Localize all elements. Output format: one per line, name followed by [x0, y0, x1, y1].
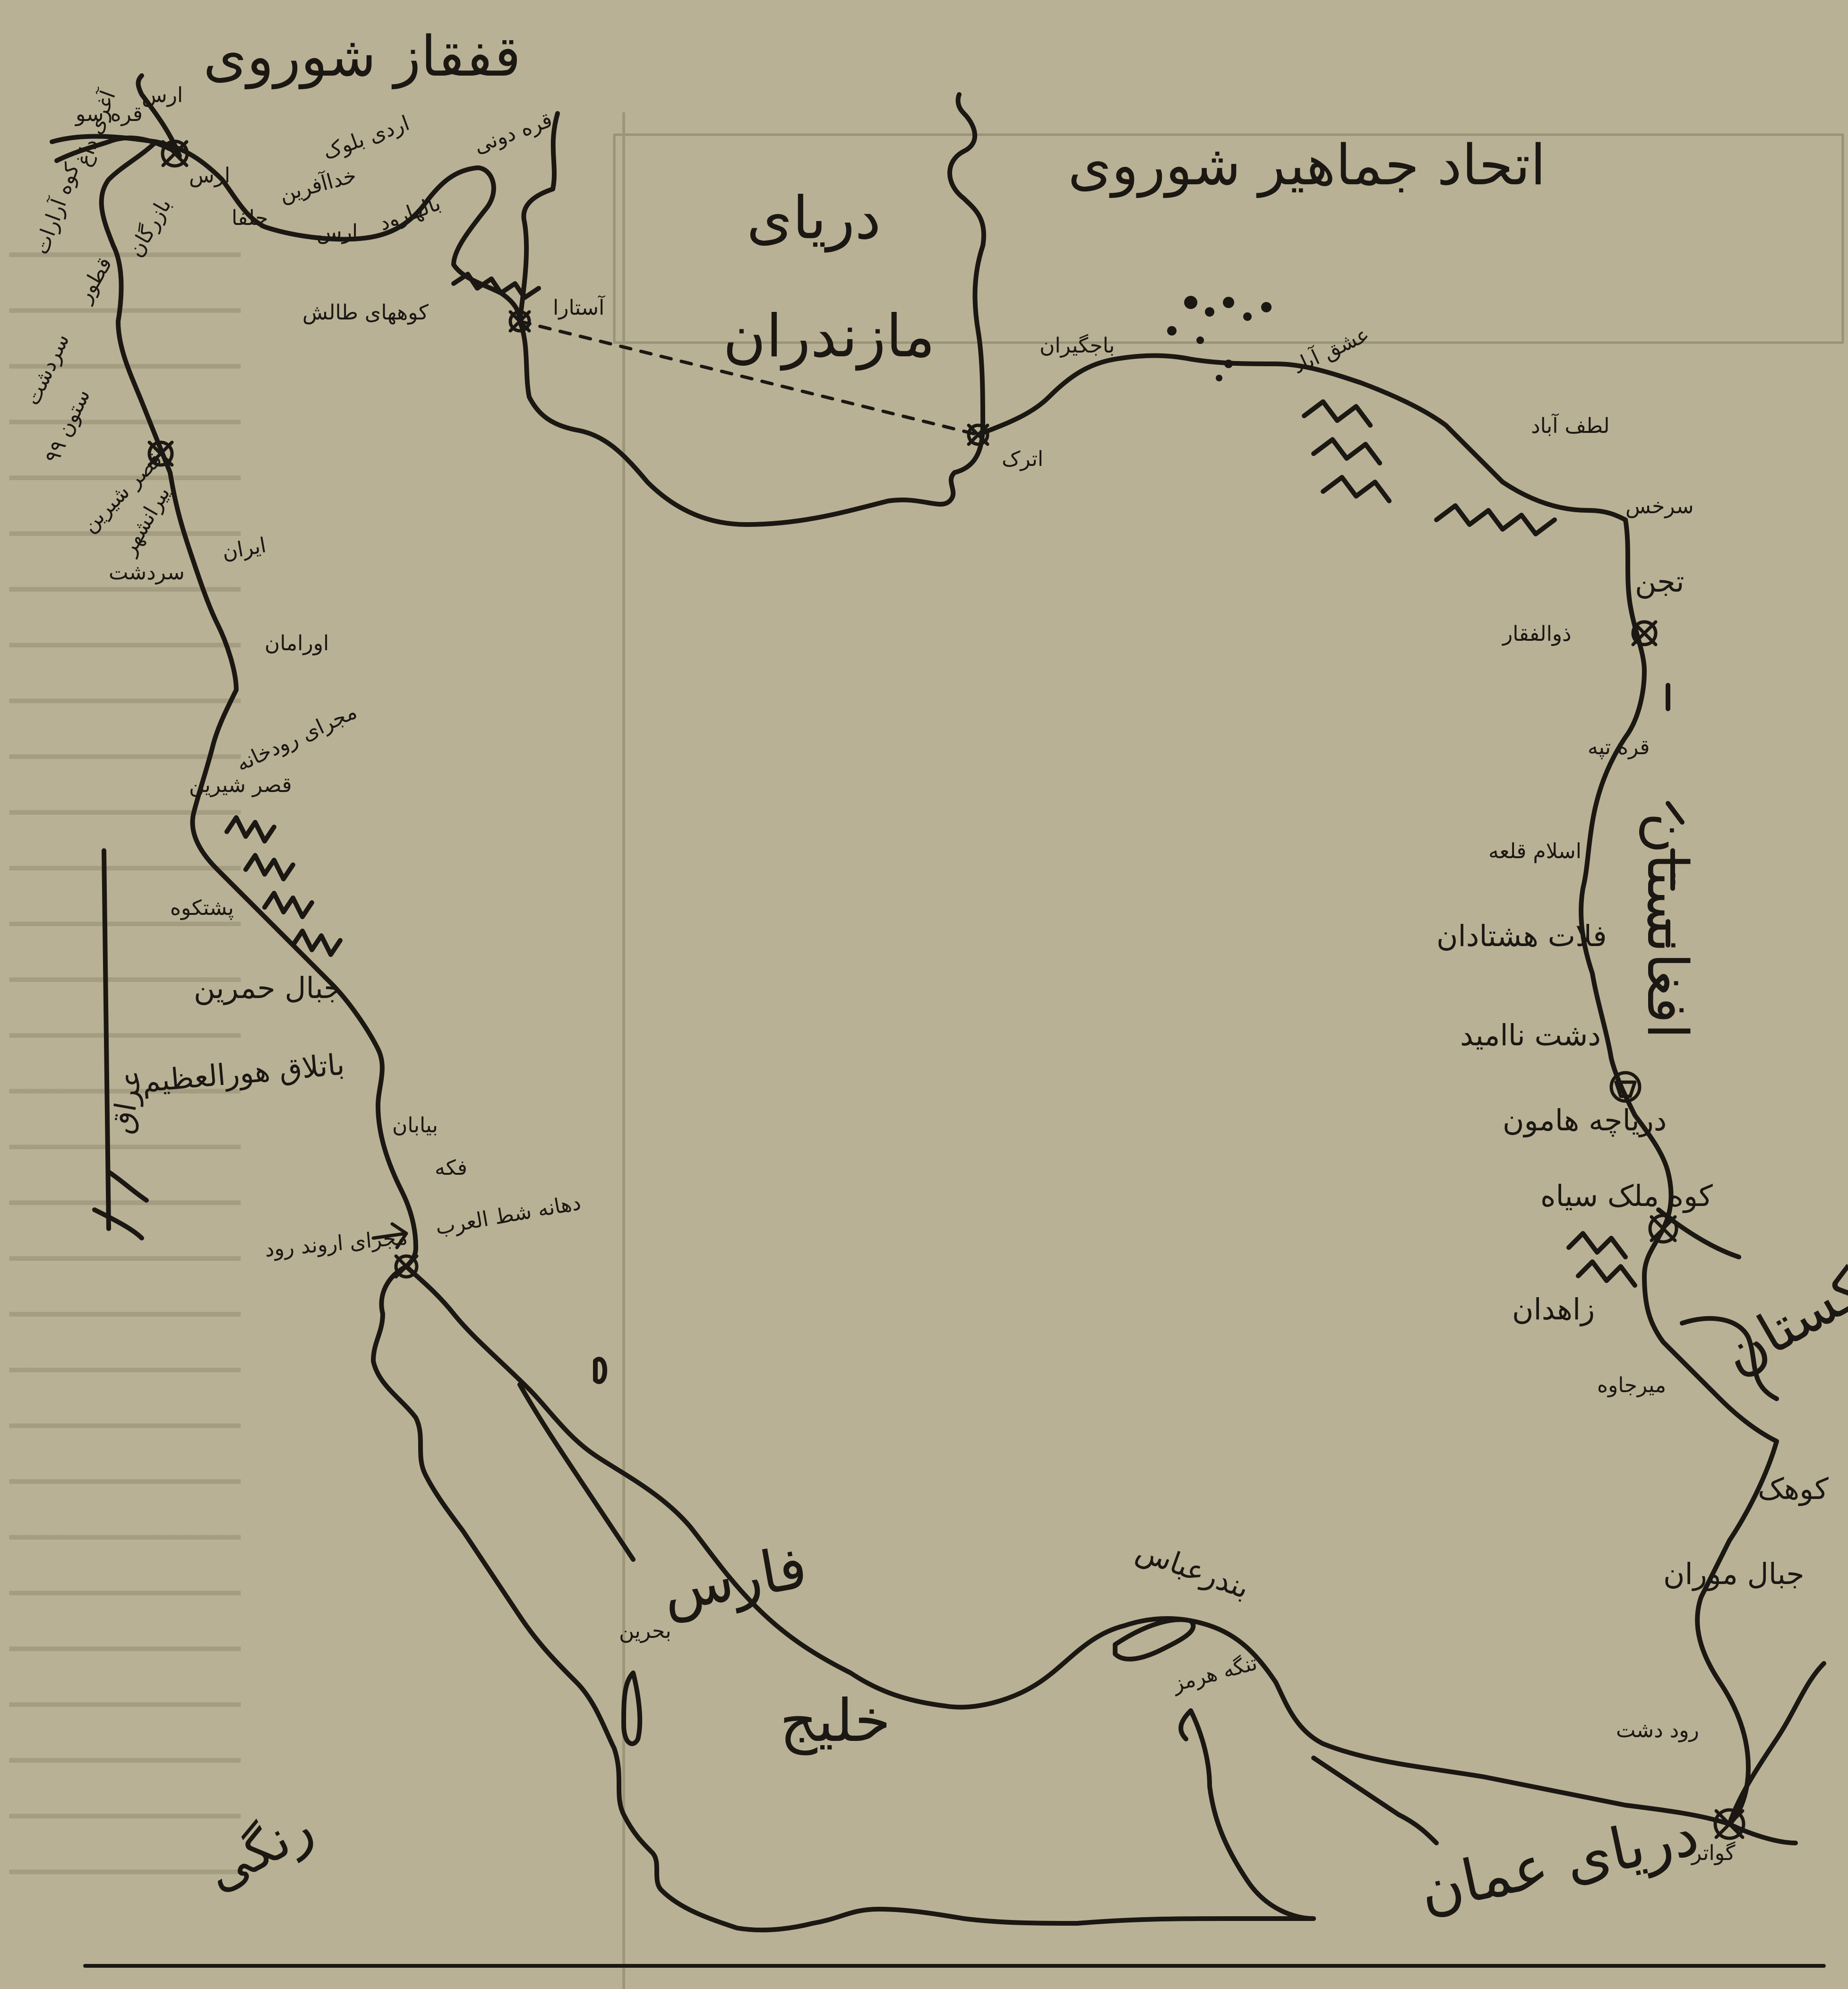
label-sarakhs: سرخس	[1625, 494, 1694, 518]
label-lotfabad: لطف آباد	[1531, 414, 1610, 438]
pakistan-squiggle	[1680, 1316, 1779, 1401]
gwater-bay	[1727, 1822, 1798, 1845]
label-zahedan: زاهدان	[1512, 1292, 1595, 1326]
qareh-su-river	[54, 135, 177, 163]
gulf-south-shore	[371, 1264, 1316, 1933]
label-kuhak: کوهک	[1758, 1472, 1829, 1506]
arvand-arrow	[371, 1222, 408, 1249]
bleed-text: ━━━━━━━━━━━━━━━━━━━━━━━━━━━━━━━━━━━━━━━━…	[9, 239, 241, 1888]
label-ghasr-shirin-2: قصر شیرین	[189, 773, 292, 797]
label-hashtadan: فلات هشتادان	[1436, 919, 1607, 953]
north-border-caucasus	[50, 134, 522, 324]
label-dasht-naomid: دشت ناامید	[1460, 1018, 1601, 1052]
label-mirjaveh: میرجاوه	[1597, 1373, 1667, 1397]
mountains-zagros	[224, 815, 343, 957]
soviet-caucasus-label: قفقاز شوروی	[203, 24, 521, 89]
label-poshtkuh: پشتکوه	[170, 896, 234, 920]
east-border	[1579, 517, 1779, 1444]
astara-river	[517, 111, 560, 324]
oman-coast	[1311, 1756, 1439, 1845]
label-biaban: بیابان	[392, 1113, 438, 1137]
oman-sea-coast	[404, 1264, 1732, 1826]
west-border	[99, 139, 418, 1269]
label-torbat: قره تپه	[1588, 735, 1650, 759]
persian-gulf-label-1: خلیج	[780, 1687, 891, 1755]
mountains-kopet	[1302, 399, 1557, 536]
label-afghanistan: افغانستان	[1635, 812, 1701, 1039]
label-atrak: اترک	[1002, 447, 1044, 471]
label-aras: ارس	[142, 83, 183, 107]
afghanistan-marker	[1666, 683, 1685, 947]
label-jebal-moran: جبال موران	[1663, 1557, 1805, 1591]
label-jebal-hamrin: جبال حمرین	[194, 971, 342, 1005]
label-aras-2: ارس	[189, 164, 231, 188]
northeast-border	[976, 353, 1628, 522]
kharg-island	[593, 1357, 607, 1384]
label-astara: آستارا	[553, 296, 605, 320]
label-gwater: گواتر	[1692, 1841, 1736, 1865]
iraq-line	[102, 848, 111, 1231]
mountains-talesh	[451, 272, 541, 300]
aras-river	[136, 73, 182, 158]
city-blotches	[1167, 296, 1272, 381]
label-sarakhs-road: باجگیران	[1040, 334, 1115, 358]
iraq-squiggle	[92, 1170, 149, 1240]
soviet-union-label: اتحاد جماهیر شوروی	[1068, 132, 1546, 198]
label-bahrain: بحرین	[619, 1619, 671, 1643]
label-qareh-su: قره سو	[76, 102, 143, 126]
mountains-malek-siah	[1566, 1231, 1637, 1288]
bleed-frame	[613, 133, 1844, 344]
label-talesh-mountains: کوههای طالش	[302, 301, 429, 325]
label-rud-dasht: رود دشت	[1616, 1718, 1699, 1742]
qeshm-island	[1113, 1617, 1196, 1662]
caspian-label-2: مازندران	[723, 302, 936, 370]
label-oraman: اورامان	[265, 631, 329, 655]
label-eslam-qala: اسلام قلعه	[1488, 839, 1582, 863]
label-fakkeh: فکه	[435, 1156, 467, 1180]
caspian-west-shore	[517, 92, 986, 527]
dasht-river	[1727, 1661, 1826, 1826]
musandam-peninsula	[1188, 1708, 1316, 1921]
label-kuh-malek-siah: کوه ملک سیاه	[1540, 1179, 1713, 1213]
southeast-border	[1695, 1439, 1779, 1826]
label-hamun: دریاچه هامون	[1503, 1103, 1667, 1137]
label-jam: تجن	[1635, 564, 1685, 599]
caspian-boundary-dotted	[518, 319, 980, 437]
label-sardasht-2: سردشت	[109, 560, 185, 585]
crossing-markers	[147, 139, 1745, 1840]
label-aras-3: ارس	[317, 220, 358, 244]
bahrain-island	[621, 1670, 643, 1746]
caspian-label-1: دریای	[747, 184, 881, 252]
label-zolfaghar: ذوالفقار	[1503, 622, 1572, 646]
gulf-inner-line	[517, 1382, 636, 1562]
musandam-tip	[1178, 1708, 1193, 1741]
label-julfa: جلفا	[232, 206, 268, 230]
